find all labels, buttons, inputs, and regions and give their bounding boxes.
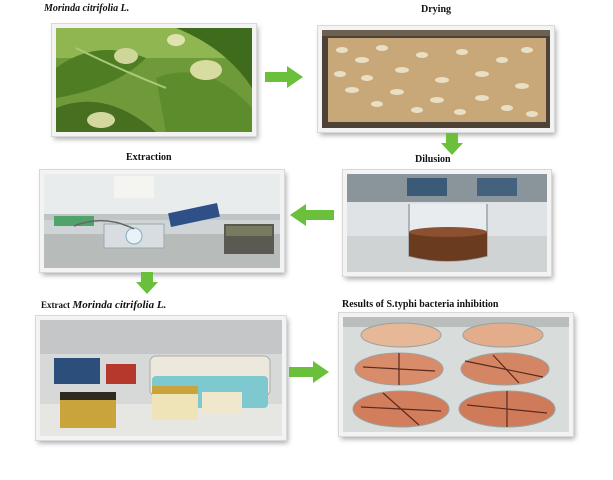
plant-caption: Morinda citrifolia L. bbox=[44, 3, 130, 14]
dilusion-photo bbox=[343, 170, 551, 276]
down-arrow-icon bbox=[136, 272, 158, 294]
down-arrow-icon bbox=[441, 133, 463, 155]
drying-photo bbox=[318, 26, 554, 132]
beaker-icon bbox=[347, 174, 547, 272]
petri-dishes-icon bbox=[343, 317, 569, 432]
arrow-left-1 bbox=[290, 204, 334, 226]
left-arrow-icon bbox=[290, 204, 334, 226]
extraction-photo bbox=[40, 170, 284, 272]
extraction-caption: Extraction bbox=[126, 152, 172, 163]
results-photo bbox=[339, 313, 573, 436]
right-arrow-icon bbox=[289, 361, 329, 383]
arrow-right-2 bbox=[289, 361, 329, 383]
extract-photo bbox=[36, 316, 286, 440]
extract-caption: Extract Morinda citrifolia L. bbox=[41, 299, 167, 311]
arrow-down-2 bbox=[136, 272, 158, 294]
right-arrow-icon bbox=[265, 66, 303, 88]
morinda-leaves-icon bbox=[56, 28, 252, 132]
dilusion-caption: Dilusion bbox=[415, 154, 451, 165]
plant-photo bbox=[52, 24, 256, 136]
drying-caption: Drying bbox=[421, 4, 451, 15]
rotary-evaporator-icon bbox=[44, 174, 280, 268]
results-caption: Results of S.typhi bacteria inhibition bbox=[342, 299, 499, 310]
drying-tray-icon bbox=[322, 30, 550, 128]
arrow-right-1 bbox=[265, 66, 303, 88]
extract-jars-icon bbox=[40, 320, 282, 436]
arrow-down-1 bbox=[441, 133, 463, 155]
